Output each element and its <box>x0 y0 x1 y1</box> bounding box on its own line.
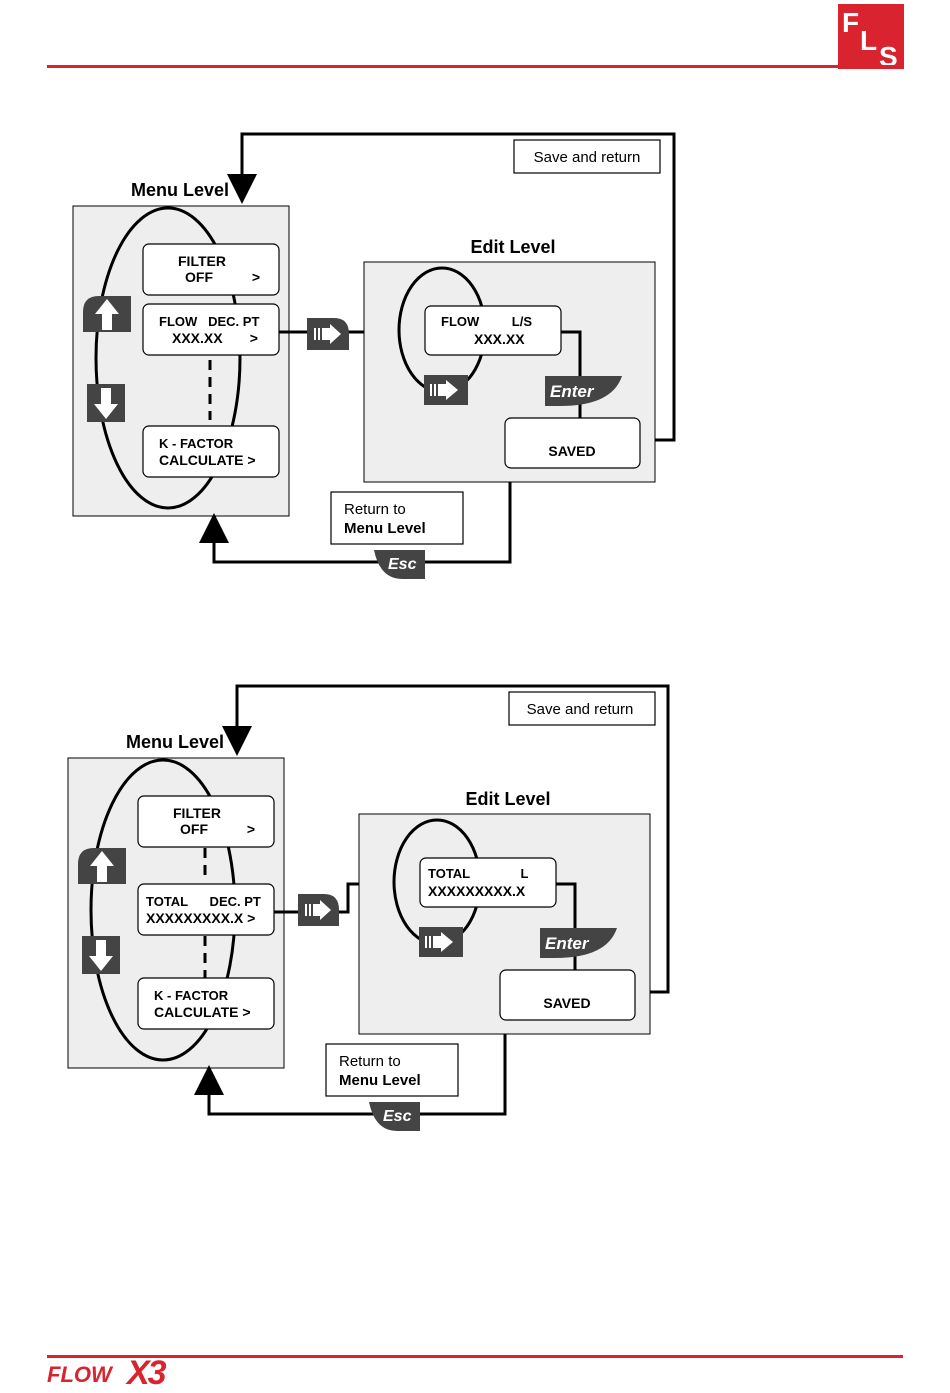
edit-level-title: Edit Level <box>470 237 555 257</box>
footer-rule <box>47 1355 903 1358</box>
menu-item-filter-line1: FILTER <box>173 805 221 821</box>
right-arrow-icon <box>425 932 453 952</box>
edit-value-line2: XXX.XX <box>474 331 525 347</box>
up-arrow-icon <box>95 299 119 330</box>
menu-item-flow-decpt-line2: XXX.XX > <box>172 330 258 346</box>
edit-level-title: Edit Level <box>465 789 550 809</box>
menu-item-total-decpt <box>137 883 275 936</box>
footer-brand-flow: FLOW <box>47 1362 112 1387</box>
save-return-box <box>513 139 661 174</box>
menu-cycle-ellipse <box>94 206 242 510</box>
menu-item-total-decpt-line2: XXXXXXXXX.X > <box>146 910 255 926</box>
logo-letter-f: F <box>842 7 859 38</box>
enter-button[interactable]: Enter <box>540 928 617 958</box>
menu-item-flow-decpt <box>142 303 280 356</box>
edit-value-line1: TOTAL L <box>428 866 528 881</box>
menu-item-kfactor <box>142 425 280 478</box>
return-connector <box>199 482 512 564</box>
right-arrow-icon <box>305 900 331 920</box>
up-arrow-button[interactable] <box>83 296 131 332</box>
esc-button[interactable]: Esc <box>369 1102 420 1131</box>
menu-level-title: Menu Level <box>131 180 229 200</box>
menu-item-kfactor-line1: K - FACTOR <box>159 436 234 451</box>
edit-value-line2: XXXXXXXXX.X <box>428 883 526 899</box>
menu-item-filter <box>137 795 275 848</box>
down-arrow-button[interactable] <box>82 936 120 974</box>
right-arrow-icon <box>430 380 458 400</box>
return-line2: Menu Level <box>344 520 426 537</box>
fls-logo: F L S <box>838 4 904 72</box>
enter-label: Enter <box>545 934 590 953</box>
menu-item-filter-line2: OFF > <box>180 821 255 837</box>
save-return-label: Save and return <box>527 701 634 718</box>
edit-value-line1: FLOW L/S <box>441 314 532 329</box>
save-return-connector <box>227 132 676 442</box>
logo-letter-l: L <box>860 25 877 56</box>
logo-letter-s: S <box>879 41 898 69</box>
down-arrow-icon <box>94 388 118 419</box>
saved-box <box>504 417 641 469</box>
right-arrow-button-edit[interactable] <box>424 375 468 405</box>
return-box <box>330 491 464 545</box>
return-connector <box>194 1034 507 1116</box>
diagram-total-decimal: Save and return Menu Level FILTER OFF > … <box>67 684 670 1131</box>
saved-label: SAVED <box>548 443 595 459</box>
down-arrow-icon <box>89 940 113 971</box>
return-line1: Return to <box>339 1053 401 1070</box>
right-arrow-icon <box>314 324 341 344</box>
menu-level-title: Menu Level <box>126 732 224 752</box>
save-return-box <box>508 691 656 726</box>
saved-label: SAVED <box>543 995 590 1011</box>
menu-item-total-decpt-line1: TOTAL DEC. PT <box>146 894 261 909</box>
esc-button[interactable]: Esc <box>374 550 425 579</box>
right-arrow-button[interactable] <box>307 318 349 350</box>
saved-box <box>499 969 636 1021</box>
enter-label: Enter <box>550 382 595 401</box>
flowx3-logo: FLOW X3 <box>47 1354 197 1392</box>
return-line1: Return to <box>344 501 406 518</box>
menu-item-flow-decpt-line1: FLOW DEC. PT <box>159 314 259 329</box>
return-line2: Menu Level <box>339 1072 421 1089</box>
up-arrow-button[interactable] <box>78 848 126 884</box>
menu-item-kfactor <box>137 977 275 1030</box>
menu-item-filter <box>142 243 280 296</box>
return-box <box>325 1043 459 1097</box>
diagram-flow-decimal: Save and return Menu Level FILTER OFF > … <box>72 132 676 579</box>
menu-item-filter-line2: OFF > <box>185 269 260 285</box>
right-arrow-button-edit[interactable] <box>419 927 463 957</box>
header-rule <box>47 65 903 68</box>
down-arrow-button[interactable] <box>87 384 125 422</box>
menu-item-kfactor-line2: CALCULATE > <box>159 452 256 468</box>
menu-item-kfactor-line2: CALCULATE > <box>154 1004 251 1020</box>
right-arrow-button[interactable] <box>298 894 339 926</box>
up-arrow-icon <box>90 851 114 882</box>
save-return-connector <box>222 684 670 994</box>
footer-brand-x3: X3 <box>127 1354 167 1392</box>
esc-label: Esc <box>383 1108 412 1125</box>
enter-button[interactable]: Enter <box>545 376 622 406</box>
save-return-label: Save and return <box>534 149 641 166</box>
menu-item-filter-line1: FILTER <box>178 253 226 269</box>
esc-label: Esc <box>388 556 417 573</box>
menu-item-kfactor-line1: K - FACTOR <box>154 988 229 1003</box>
